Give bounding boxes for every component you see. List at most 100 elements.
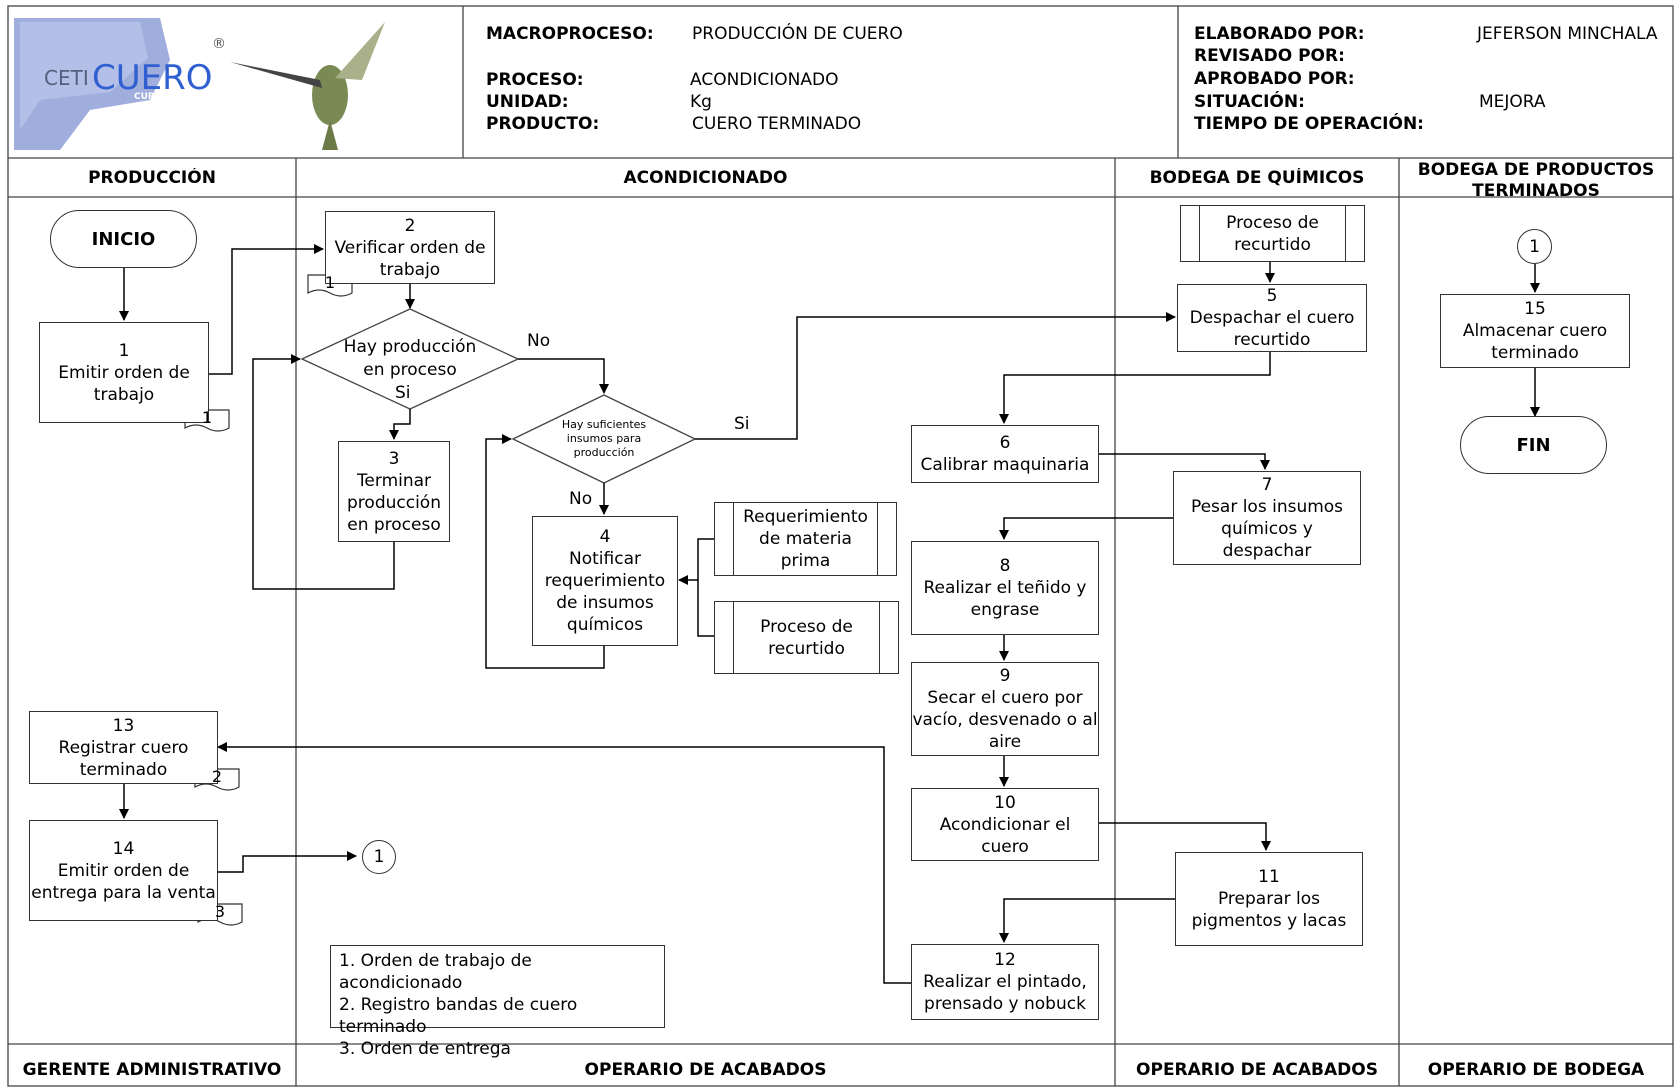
step-6-number: 6: [999, 433, 1011, 453]
decision-2-line2: insumos para: [566, 432, 642, 445]
edge-label-d1-si: Si: [395, 383, 411, 403]
document-legend: 1. Orden de trabajo de acondicionado 2. …: [330, 945, 665, 1059]
subprocess-requerimiento-materia: Requerimiento de materia prima: [714, 502, 897, 576]
step-10-text-line2: cuero: [981, 836, 1029, 857]
proceso-value: ACONDICIONADO: [690, 70, 839, 90]
decision-2-label: Hay suficientes insumos para producción: [544, 418, 664, 460]
legend-item-2: 2. Registro bandas de cuero terminado: [339, 995, 578, 1037]
lane-role-gerente: GERENTE ADMINISTRATIVO: [22, 1060, 282, 1080]
unidad-label: UNIDAD:: [486, 92, 569, 112]
logo-brand-prefix: CETI: [44, 66, 89, 90]
step-11-number: 11: [1258, 867, 1280, 887]
step-7-text-line1: Pesar los insumos: [1190, 497, 1344, 517]
step-14-number: 14: [112, 838, 135, 859]
subprocess-recurtido-mid: Proceso de recurtido: [714, 601, 899, 674]
document-ref-s13: 2: [211, 767, 223, 786]
lane-title-produccion: PRODUCCIÓN: [88, 168, 216, 188]
end-terminal: FIN: [1460, 416, 1607, 474]
step-9-number: 9: [999, 666, 1011, 686]
step-8-box: 8 Realizar el teñido y engrase: [911, 541, 1099, 635]
subprocess-recurtido-top-line1: Proceso de: [1226, 212, 1319, 233]
step-11-text-line2: pigmentos y lacas: [1191, 911, 1347, 931]
subprocess-recurtido-top-line2: recurtido: [1234, 234, 1311, 255]
step-3-box: 3 Terminar producción en proceso: [338, 441, 450, 542]
subprocess-recurtido-top: Proceso de recurtido: [1180, 205, 1365, 262]
step-1-text-line1: Emitir orden de: [58, 362, 190, 383]
producto-label: PRODUCTO:: [486, 114, 600, 134]
step-9-text-line2: vacío, desvenado o al: [912, 710, 1098, 730]
connector-1-in: 1: [1517, 229, 1552, 264]
step-4-box: 4 Notificar requerimiento de insumos quí…: [532, 516, 678, 646]
step-9-text-line3: aire: [988, 732, 1022, 752]
step-1-text-line2: trabajo: [93, 384, 155, 405]
lane-role-operario-bodega: OPERARIO DE BODEGA: [1427, 1060, 1645, 1080]
step-13-text-line1: Registrar cuero: [58, 737, 189, 758]
step-15-number: 15: [1524, 299, 1546, 319]
decision-2-line1: Hay suficientes: [561, 418, 647, 431]
elaborado-label: ELABORADO POR:: [1194, 24, 1365, 44]
step-12-box: 12 Realizar el pintado, prensado y nobuc…: [911, 944, 1099, 1020]
step-8-number: 8: [999, 556, 1011, 576]
lane-title-bodega-productos: BODEGA DE PRODUCTOS TERMINADOS: [1417, 160, 1655, 196]
step-12-text-line2: prensado y nobuck: [924, 994, 1086, 1014]
step-15-box: 15 Almacenar cuero terminado: [1440, 294, 1630, 368]
elaborado-value: JEFERSON MINCHALA: [1477, 24, 1658, 44]
unidad-value: Kg: [690, 92, 712, 112]
step-12-number: 12: [994, 950, 1016, 970]
step-2-number: 2: [404, 215, 416, 236]
step-4-text-line1: Notificar: [569, 549, 641, 569]
step-13-box: 13 Registrar cuero terminado: [29, 711, 218, 784]
step-2-text-line2: trabajo: [379, 259, 441, 280]
revisado-label: REVISADO POR:: [1194, 46, 1345, 66]
macroproceso-value: PRODUCCIÓN DE CUERO: [692, 24, 903, 44]
subprocess-recurtido-mid-line2: recurtido: [768, 638, 845, 659]
start-terminal: INICIO: [50, 210, 197, 268]
situacion-value: MEJORA: [1479, 92, 1546, 112]
step-14-text-line1: Emitir orden de: [57, 860, 190, 881]
step-9-text-line1: Secar el cuero por: [927, 688, 1083, 708]
decision-1-line1: Hay producción: [343, 337, 477, 357]
step-8-text-line1: Realizar el teñido y: [923, 578, 1087, 598]
logo-brand-sub: CURTIDURIA: [134, 92, 196, 102]
step-10-number: 10: [994, 792, 1016, 813]
producto-value: CUERO TERMINADO: [692, 114, 862, 134]
step-11-box: 11 Preparar los pigmentos y lacas: [1175, 852, 1363, 946]
proceso-label: PROCESO:: [486, 70, 584, 90]
step-5-box: 5 Despachar el cuero recurtido: [1177, 284, 1367, 352]
logo-brand-main: CUERO: [92, 58, 213, 98]
lane-role-operario-acabados-2: OPERARIO DE ACABADOS: [1136, 1060, 1378, 1080]
step-9-box: 9 Secar el cuero por vacío, desvenado o …: [911, 662, 1099, 756]
step-2-box: 2 Verificar orden de trabajo: [325, 211, 495, 284]
aprobado-label: APROBADO POR:: [1194, 69, 1355, 89]
step-11-text-line1: Preparar los: [1217, 889, 1321, 909]
tiempo-label: TIEMPO DE OPERACIÓN:: [1194, 114, 1424, 134]
step-4-text-line2: requerimiento: [544, 571, 666, 591]
document-ref-s2: 1: [324, 273, 336, 292]
step-4-text-line4: químicos: [566, 615, 644, 635]
step-14-text-line2: entrega para la venta: [31, 882, 216, 903]
lane-title-acondicionado: ACONDICIONADO: [623, 168, 788, 188]
step-13-number: 13: [112, 715, 135, 736]
step-8-text-line2: engrase: [970, 600, 1040, 620]
subprocess-materia-line1: Requerimiento: [743, 507, 868, 527]
connector-1-out: 1: [362, 840, 396, 874]
hummingbird-logo-icon: [14, 18, 385, 150]
step-7-box: 7 Pesar los insumos químicos y despachar: [1173, 471, 1361, 565]
step-6-box: 6 Calibrar maquinaria: [911, 425, 1099, 483]
decision-1-label: Hay producción en proceso: [330, 336, 490, 382]
document-ref-s1: 1: [201, 408, 213, 427]
step-15-text-line2: terminado: [1491, 343, 1579, 363]
step-1-box: 1 Emitir orden de trabajo: [39, 322, 209, 423]
situacion-label: SITUACIÓN:: [1194, 92, 1305, 112]
step-5-text-line1: Despachar el cuero: [1189, 308, 1355, 328]
lane-title-bodega-quimicos: BODEGA DE QUÍMICOS: [1149, 168, 1365, 188]
step-4-text-line3: de insumos: [556, 593, 654, 613]
step-10-text-line1: Acondicionar el: [939, 814, 1071, 835]
step-13-text-line2: terminado: [79, 759, 168, 780]
step-15-text-line1: Almacenar cuero: [1462, 321, 1608, 341]
step-10-box: 10 Acondicionar el cuero: [911, 788, 1099, 861]
document-ref-s14: 3: [214, 902, 226, 921]
step-12-text-line1: Realizar el pintado,: [923, 972, 1087, 992]
step-2-text-line1: Verificar orden de: [334, 237, 486, 258]
